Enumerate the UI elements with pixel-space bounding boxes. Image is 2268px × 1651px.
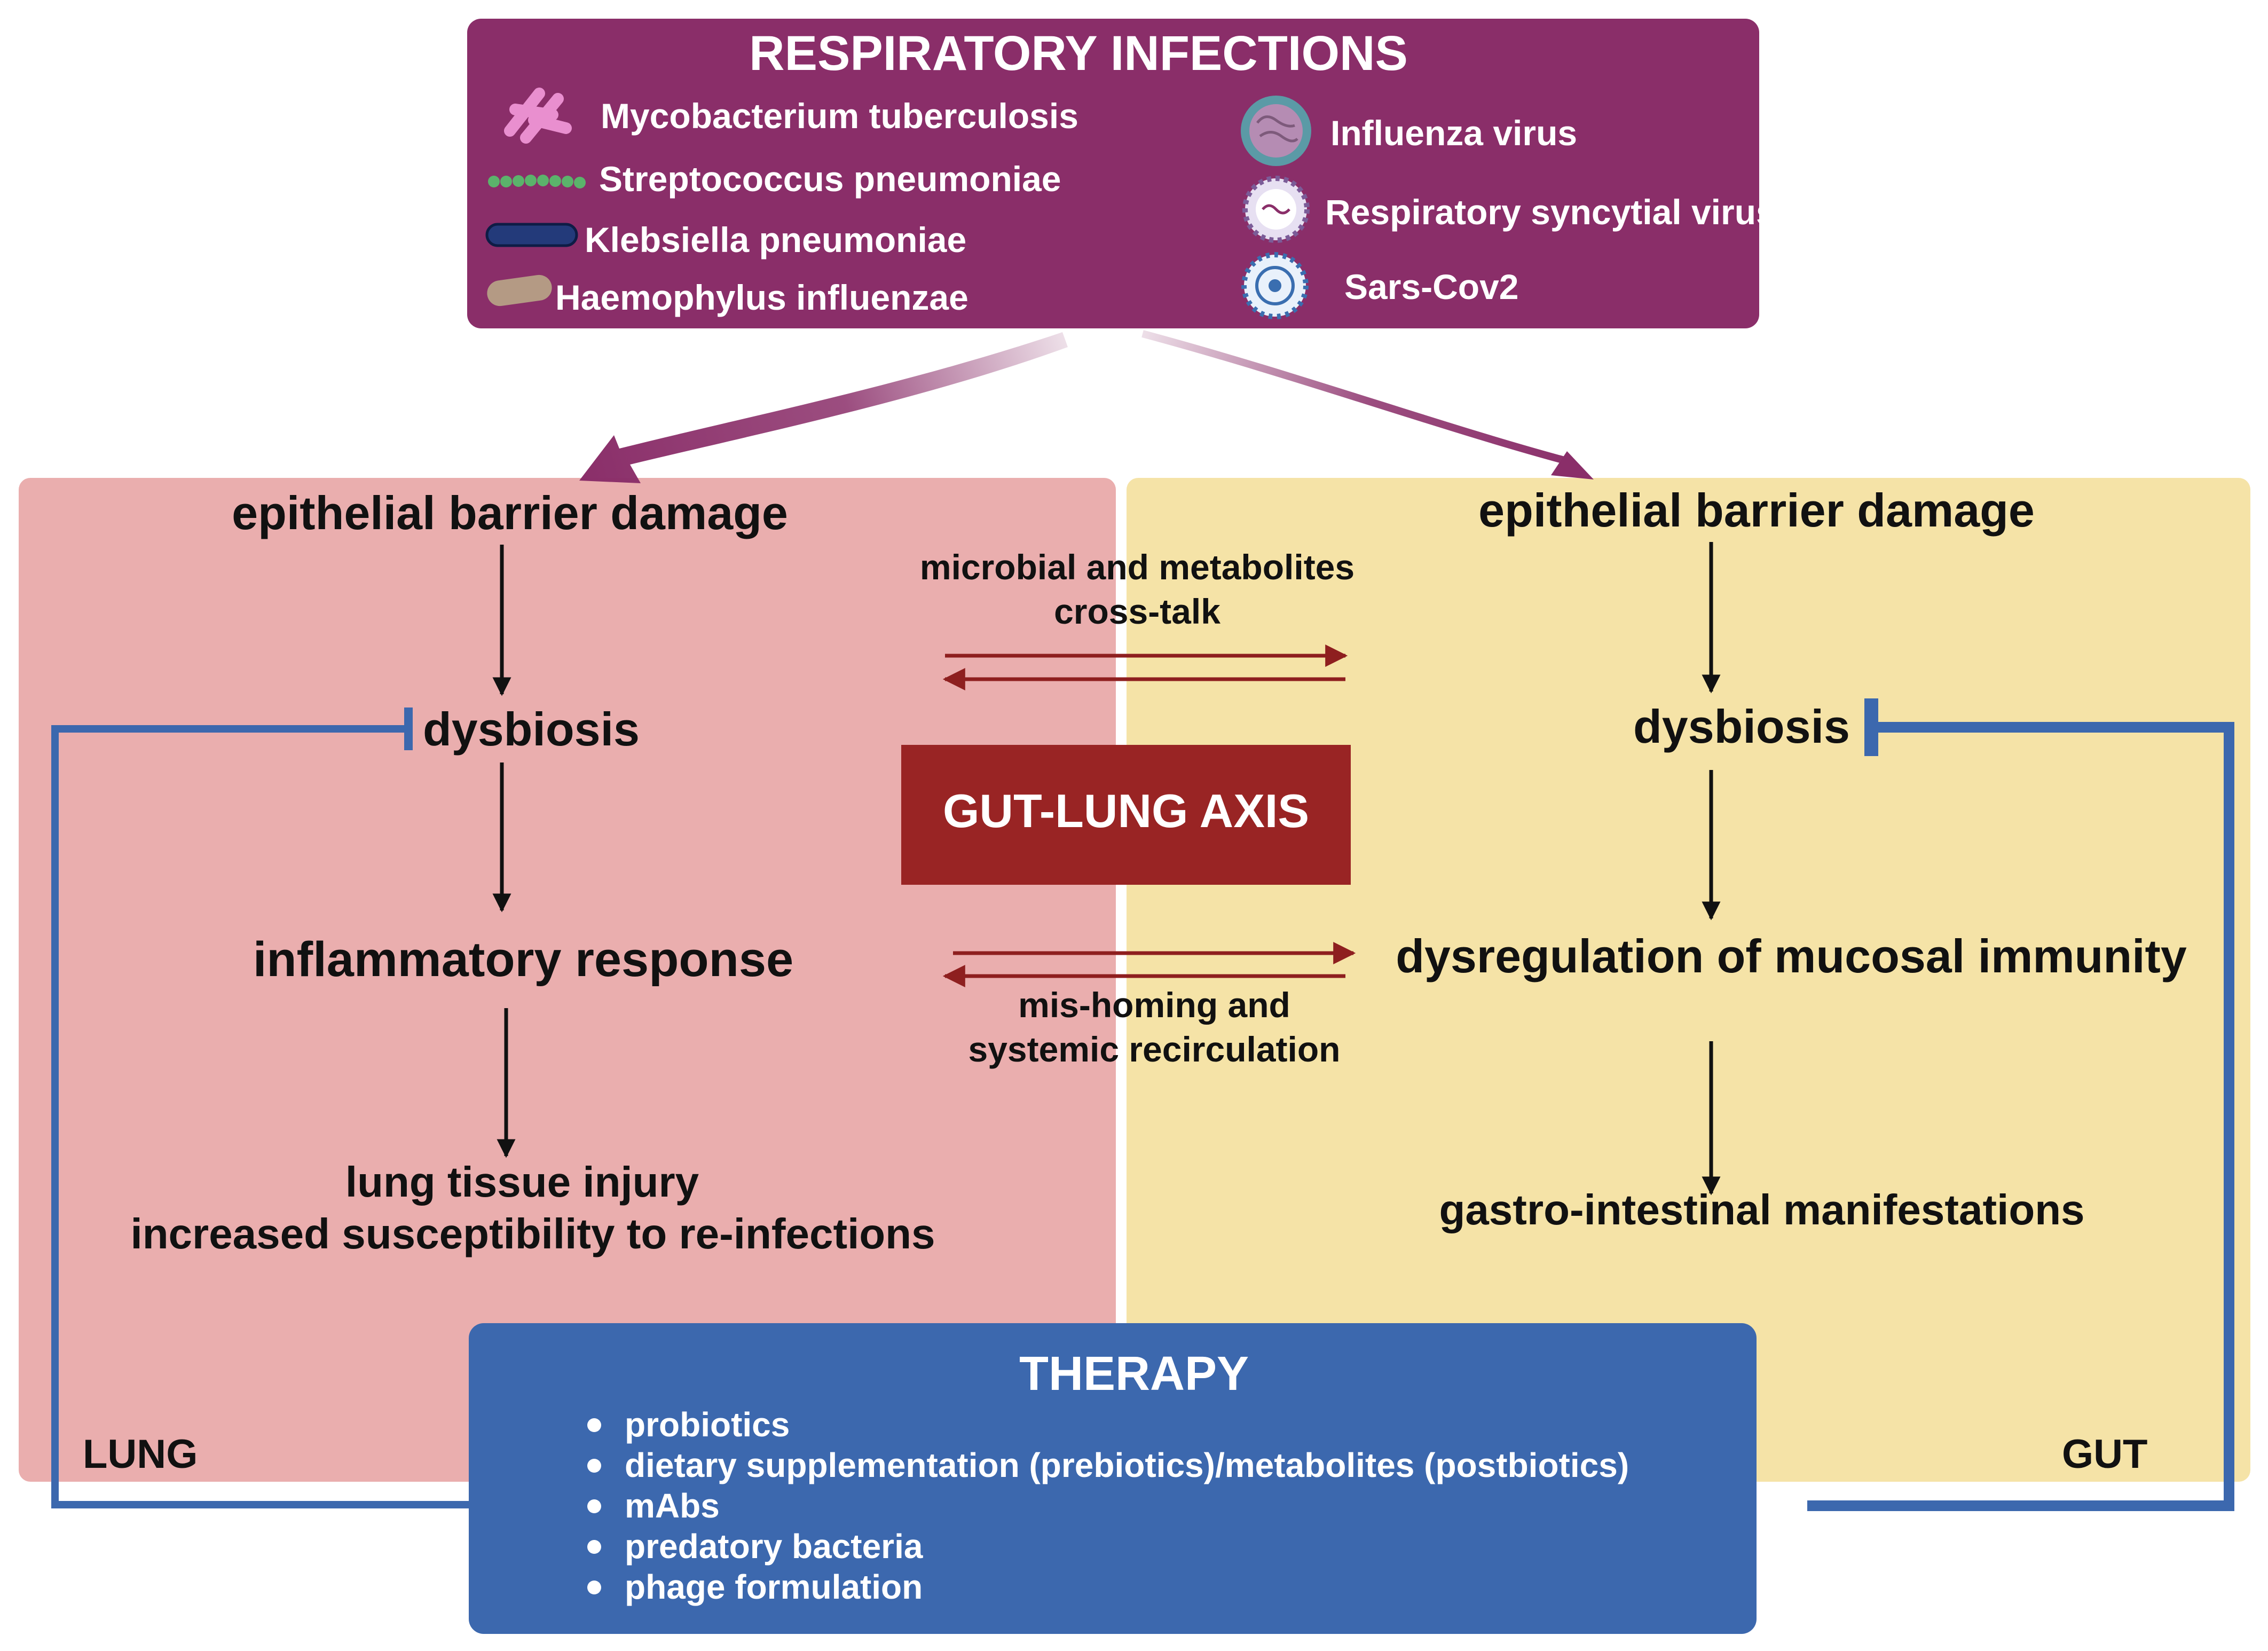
organism-label-influenza: Influenza virus (1330, 113, 1578, 153)
respiratory-infections-box (467, 19, 1759, 328)
therapy-item: phage formulation (587, 1567, 1629, 1607)
lung-tissue-injury: lung tissue injury (345, 1158, 699, 1206)
organism-label-haemophylus: Haemophylus influenzae (555, 278, 968, 317)
organism-label-mycobacterium: Mycobacterium tuberculosis (601, 96, 1078, 136)
therapy-item-label: predatory bacteria (625, 1527, 923, 1566)
bullet-icon (587, 1418, 601, 1432)
rod-bacteria-cluster-icon (504, 88, 572, 144)
therapy-item: predatory bacteria (587, 1526, 1629, 1567)
bullet-icon (587, 1540, 601, 1554)
gut-barrier-damage: epithelial barrier damage (1478, 484, 2035, 537)
therapy-item: probiotics (587, 1404, 1629, 1445)
organism-label-streptococcus: Streptococcus pneumoniae (599, 159, 1061, 199)
influenza-virus-icon (1241, 96, 1311, 166)
therapy-list: probiotics dietary supplementation (preb… (587, 1404, 1629, 1607)
therapy-item: dietary supplementation (prebiotics)/met… (587, 1445, 1629, 1485)
lung-barrier-damage: epithelial barrier damage (232, 486, 788, 539)
crosstalk-label-line2: cross-talk (1054, 592, 1220, 631)
gut-lung-axis-title: GUT-LUNG AXIS (942, 784, 1310, 837)
gut-panel (1127, 478, 2250, 1482)
lung-dysbiosis: dysbiosis (423, 703, 640, 756)
cocci-chain-icon (488, 175, 586, 188)
therapy-title: THERAPY (1019, 1347, 1249, 1401)
bullet-icon (587, 1459, 601, 1473)
homing-label-line2: systemic recirculation (968, 1029, 1341, 1069)
therapy-item: mAbs (587, 1485, 1629, 1526)
organism-label-sars-cov2: Sars-Cov2 (1344, 267, 1519, 306)
bacillus-icon (485, 223, 578, 247)
therapy-item-label: dietary supplementation (prebiotics)/met… (625, 1446, 1629, 1484)
gut-lung-axis-box (901, 745, 1351, 885)
crosstalk-label-line1: microbial and metabolites (919, 547, 1355, 587)
homing-label-line1: mis-homing and (1018, 985, 1290, 1025)
organism-label-klebsiella: Klebsiella pneumoniae (585, 220, 967, 260)
infection-to-lung-arrow (579, 332, 1068, 483)
coronavirus-icon (1241, 252, 1309, 319)
infection-to-gut-arrow (1141, 330, 1565, 464)
bullet-icon (587, 1499, 601, 1513)
therapy-item-label: mAbs (625, 1487, 720, 1525)
infections-title: RESPIRATORY INFECTIONS (749, 26, 1408, 81)
capsule-bacterium-icon (487, 274, 552, 306)
therapy-box (469, 1323, 1757, 1634)
bullet-icon (587, 1581, 601, 1594)
gut-gi-manifestations: gastro-intestinal manifestations (1439, 1186, 2085, 1233)
lung-inflammatory-response: inflammatory response (253, 932, 794, 987)
therapy-item-label: probiotics (625, 1405, 790, 1444)
therapy-inhibits-lung-dysbiosis-line (51, 725, 469, 1508)
lung-reinfection-susceptibility: increased susceptibility to re-infection… (130, 1210, 935, 1257)
therapy-inhibits-gut-dysbiosis-line (1807, 722, 2234, 1511)
rsv-virus-icon (1242, 176, 1310, 243)
lung-label: LUNG (83, 1432, 198, 1477)
infection-to-gut-arrowhead (1551, 451, 1594, 479)
gut-mucosal-immunity-dysregulation: dysregulation of mucosal immunity (1396, 930, 2187, 982)
gut-dysbiosis: dysbiosis (1633, 700, 1850, 753)
lung-panel (19, 478, 1116, 1482)
organism-label-rsv: Respiratory syncytial virus (1325, 192, 1776, 232)
therapy-item-label: phage formulation (625, 1568, 923, 1606)
gut-label: GUT (2062, 1432, 2148, 1477)
